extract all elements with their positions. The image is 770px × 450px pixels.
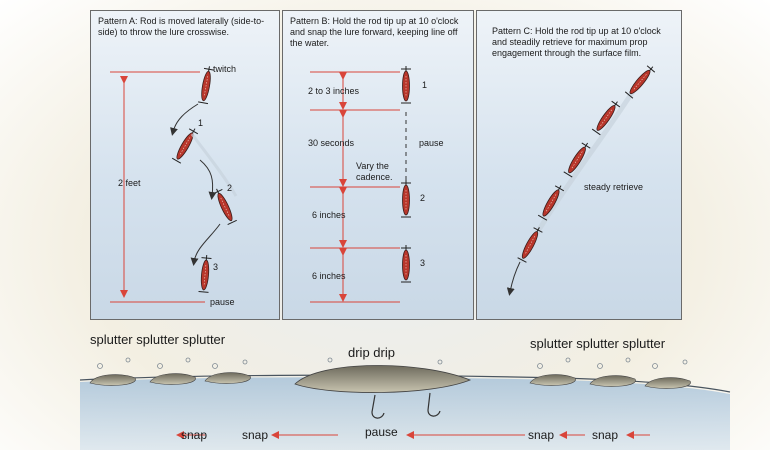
- pattern-b-dist-4: 6 inches: [312, 271, 346, 281]
- pattern-b-vary-label: Vary the cadence.: [356, 161, 393, 182]
- lure-side-5: [589, 375, 636, 387]
- snap-label-2: snap: [242, 428, 269, 442]
- hook-2: [427, 392, 441, 417]
- pattern-a-step-3: 3: [213, 262, 219, 272]
- pattern-b-panel: [282, 10, 474, 320]
- snap-label-4: snap: [592, 428, 619, 442]
- pattern-a-path-2: [199, 159, 217, 200]
- pattern-a-graphics: [110, 64, 238, 303]
- snap-label-3: snap: [528, 428, 555, 442]
- lure-b2: [400, 179, 412, 218]
- lure-side-main: [294, 365, 472, 393]
- lure-side-6: [644, 377, 691, 389]
- pattern-a-twitch-label: twitch: [213, 64, 237, 74]
- pattern-c-arrow: [506, 261, 521, 296]
- pattern-b-dist-2: 30 seconds: [308, 138, 355, 148]
- pattern-b-step-2: 2: [420, 193, 426, 203]
- pattern-a-step-1: 1: [198, 118, 204, 128]
- pause-bottom-label: pause: [365, 425, 398, 439]
- lure-side-1: [89, 374, 136, 386]
- lure-side-3: [204, 372, 251, 384]
- pattern-c-panel: [476, 10, 682, 320]
- water-surface: [80, 377, 730, 450]
- lure-b3: [400, 244, 412, 283]
- pattern-a-step-2: 2: [227, 183, 233, 193]
- water-scene: [79, 357, 731, 450]
- lure-side-4: [529, 374, 576, 386]
- pattern-a-distance-label: 2 feet: [118, 178, 141, 188]
- pattern-c-graphics: [506, 62, 658, 296]
- lure-a2: [171, 125, 200, 164]
- lure-a1: [197, 64, 215, 105]
- pattern-b-pause-label: pause: [419, 138, 444, 148]
- pattern-c-caption: Pattern C: Hold the rod tip up at 10 o'c…: [492, 26, 661, 58]
- lure-side-2: [149, 373, 196, 385]
- pattern-b-dist-1: 2 to 3 inches: [308, 86, 360, 96]
- pattern-b-step-3: 3: [420, 258, 426, 268]
- pattern-c-steady-label: steady retrieve: [584, 182, 644, 192]
- pattern-a-path-1: [170, 103, 199, 136]
- drip-label: drip drip: [348, 345, 395, 360]
- lure-c4: [537, 182, 566, 221]
- lure-b1: [400, 65, 412, 104]
- splutter-left-label: splutter splutter splutter: [90, 332, 226, 347]
- pattern-b-step-1: 1: [422, 80, 428, 90]
- pattern-b-graphics: [310, 65, 412, 303]
- hook-1: [371, 394, 385, 419]
- snap-label-1: snap: [181, 428, 208, 442]
- pattern-a-pause-label: pause: [210, 297, 235, 307]
- splutter-right-label: splutter splutter splutter: [530, 336, 666, 351]
- lure-a4: [198, 254, 213, 293]
- splash-marks: [97, 357, 688, 369]
- pattern-a-path-3: [190, 223, 221, 266]
- pattern-a-caption: Pattern A: Rod is moved laterally (side-…: [98, 16, 265, 37]
- lure-c1: [624, 62, 658, 99]
- pattern-b-dist-3: 6 inches: [312, 210, 346, 220]
- pattern-a-wake: [190, 133, 238, 197]
- pattern-b-caption: Pattern B: Hold the rod tip up at 10 o'c…: [290, 16, 459, 48]
